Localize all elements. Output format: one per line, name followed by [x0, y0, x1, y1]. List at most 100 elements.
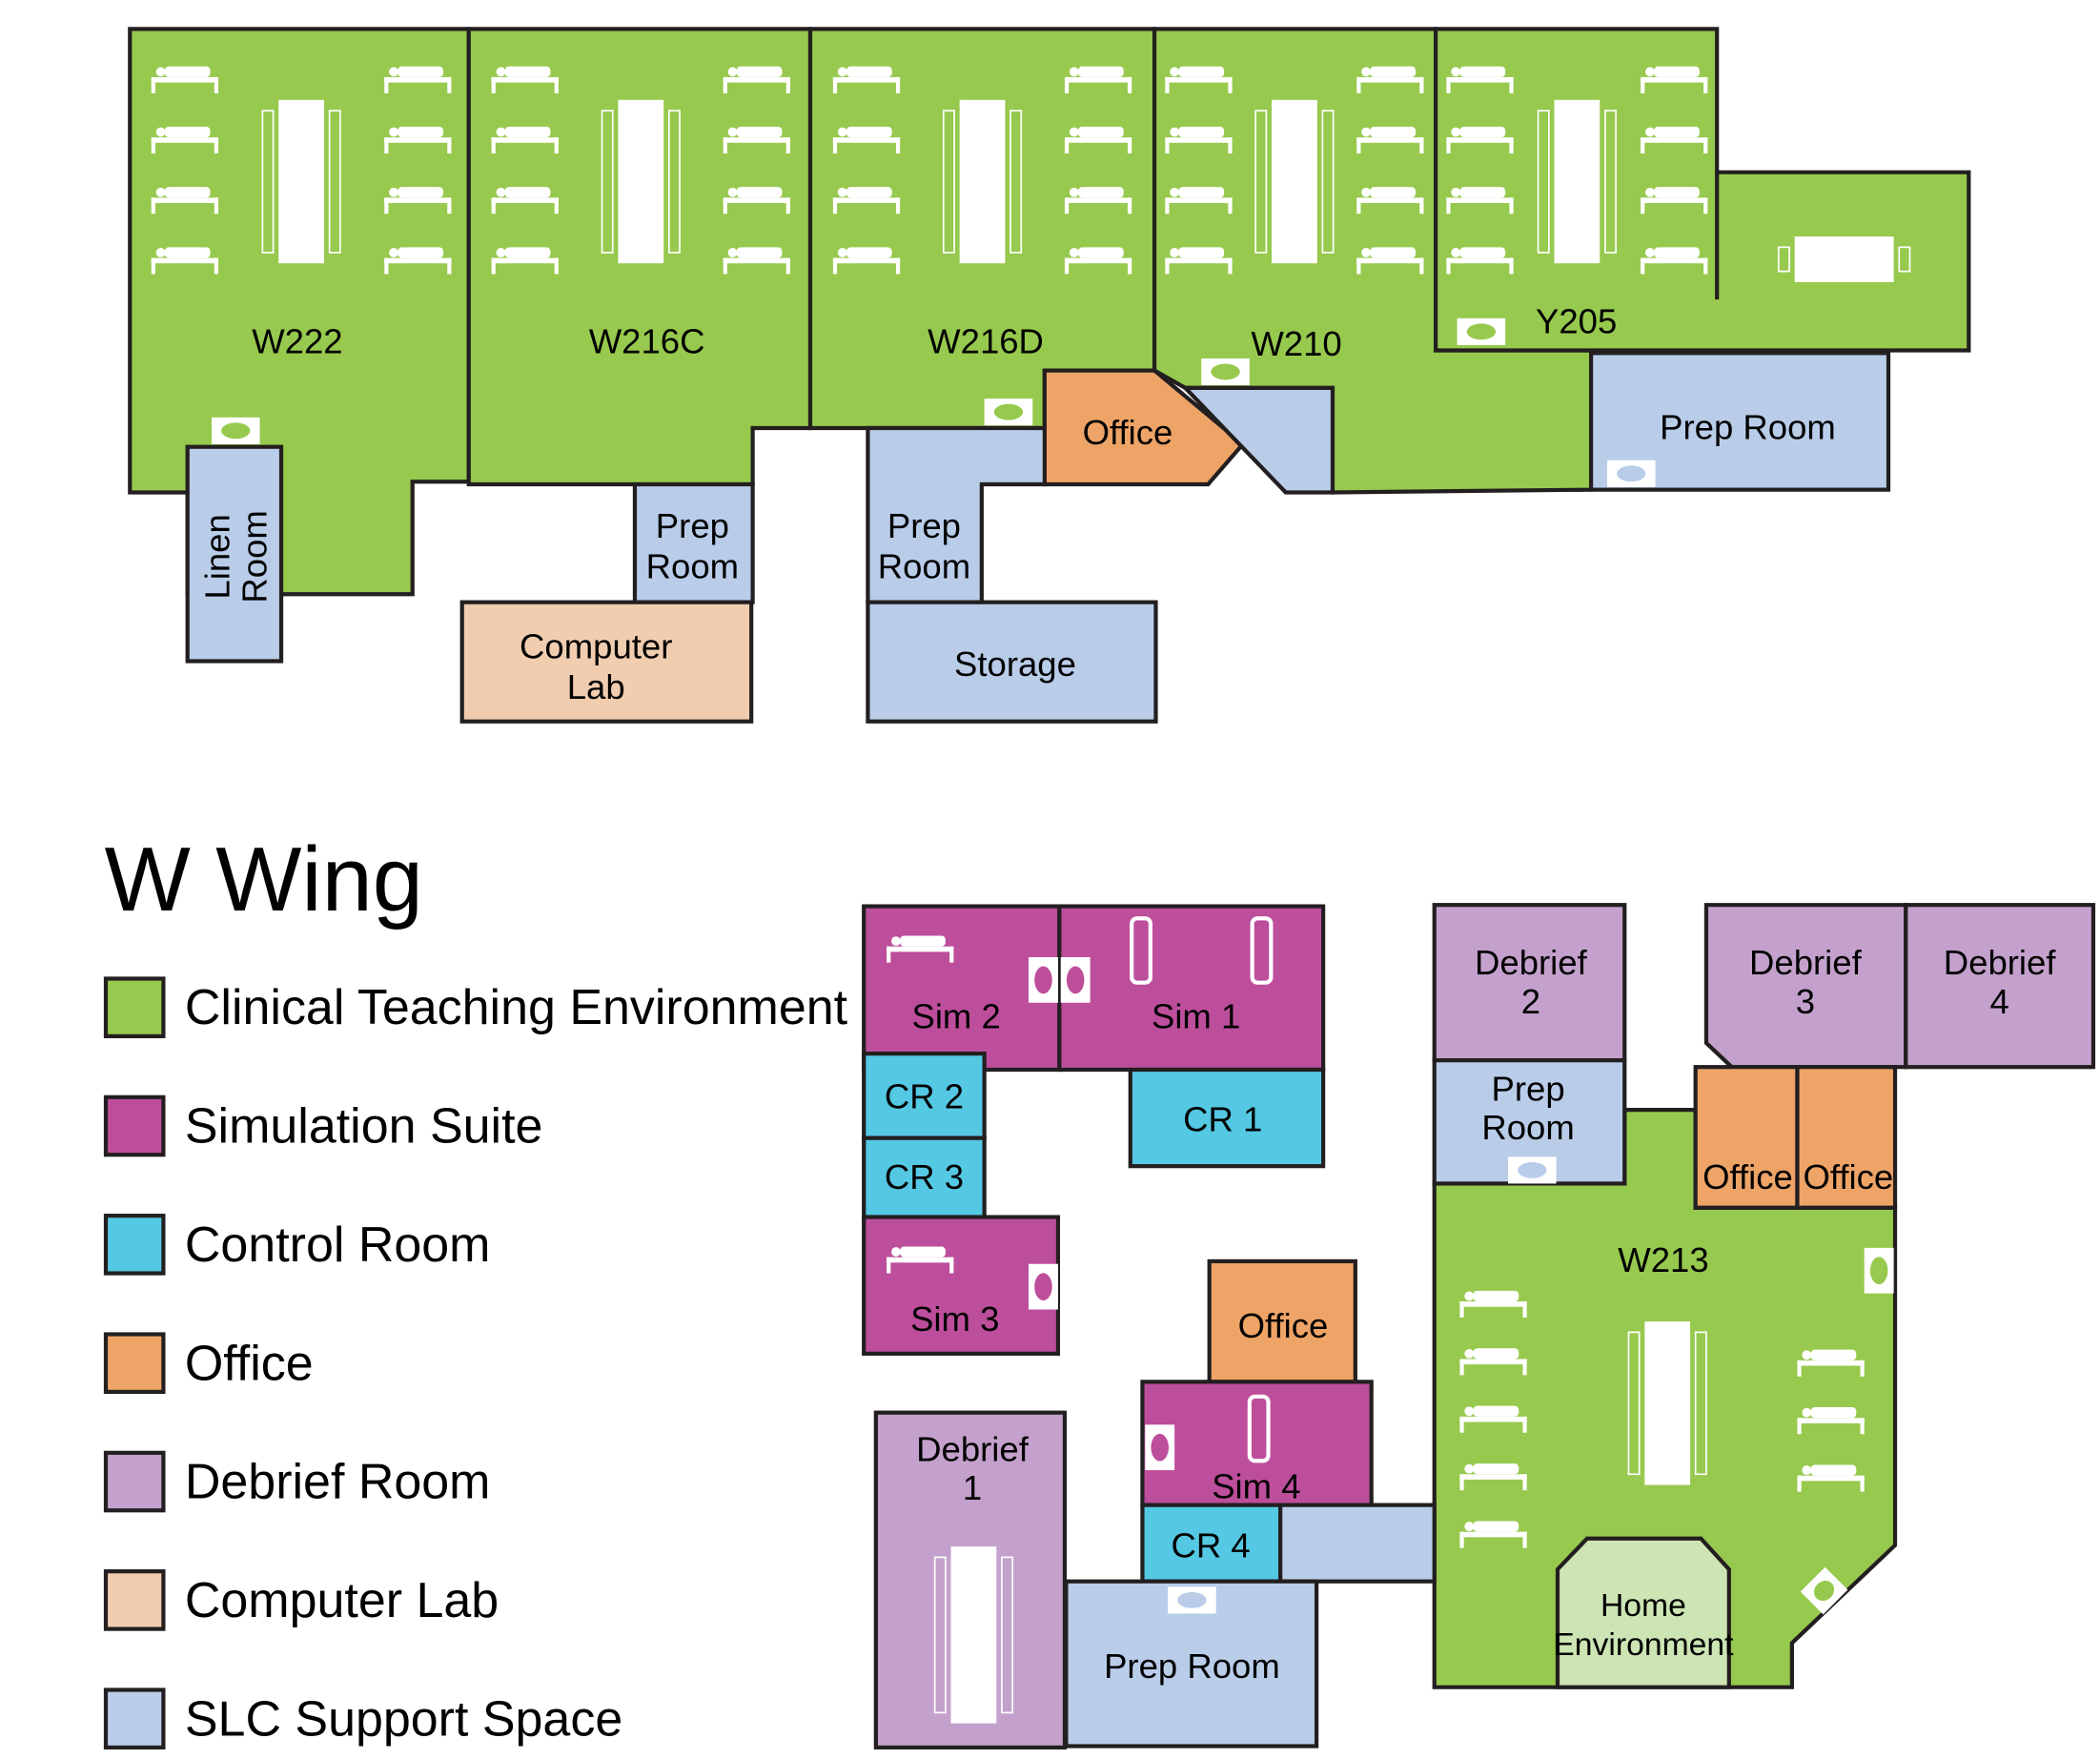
- label-office-top: Office: [1083, 413, 1173, 452]
- sink-icon: [1800, 1566, 1848, 1615]
- label-debrief1-2: 1: [963, 1468, 982, 1507]
- label-w216d: W216D: [928, 321, 1044, 360]
- room-office-a[interactable]: [1693, 1065, 1800, 1210]
- legend-label: Debrief Room: [185, 1455, 491, 1510]
- room-debrief2[interactable]: [1432, 903, 1627, 1063]
- room-home-environment[interactable]: [1555, 1536, 1731, 1689]
- bed-icon: [832, 187, 901, 215]
- sink-icon: [1864, 1247, 1894, 1294]
- bed-icon: [1641, 126, 1708, 154]
- legend-item: Simulation Suite: [103, 1094, 543, 1157]
- bed-icon: [1446, 126, 1514, 154]
- label-prep-w213-1: Prep: [1492, 1069, 1565, 1108]
- room-cr3[interactable]: [862, 1135, 987, 1219]
- room-storage[interactable]: [866, 600, 1158, 724]
- room-debrief4[interactable]: [1904, 903, 2096, 1070]
- legend-swatch: [103, 1332, 166, 1395]
- table-icon: [261, 99, 341, 264]
- table-icon: [933, 1546, 1014, 1724]
- bed-icon: [723, 247, 790, 275]
- label-y205: Y205: [1536, 301, 1617, 340]
- label-prep-216c-2: Room: [646, 546, 739, 585]
- room-prep-216c[interactable]: [632, 481, 755, 604]
- bed-icon: [887, 1246, 954, 1274]
- legend-item: Office: [103, 1332, 314, 1395]
- bed-icon: [384, 247, 452, 275]
- bed-icon: [491, 126, 559, 154]
- bed-icon: [1356, 187, 1424, 215]
- bed-icon: [151, 247, 219, 275]
- bed-icon: [1356, 126, 1424, 154]
- label-prep-216d-2: Room: [878, 546, 970, 585]
- bed-icon: [1459, 1290, 1527, 1318]
- legend-swatch: [103, 1450, 166, 1513]
- bed-icon: [151, 126, 219, 154]
- bed-icon: [1165, 247, 1233, 275]
- bed-icon: [1165, 126, 1233, 154]
- label-home-1: Home: [1600, 1587, 1686, 1624]
- sink-icon: [1029, 1263, 1058, 1310]
- bed-icon: [887, 935, 954, 963]
- room-sim2[interactable]: [862, 904, 1062, 1073]
- legend-item: Computer Lab: [103, 1569, 499, 1631]
- label-debrief1-1: Debrief: [916, 1429, 1030, 1468]
- bed-icon: [1459, 1405, 1527, 1433]
- bed-icon: [1446, 66, 1514, 93]
- bed-icon: [1165, 187, 1233, 215]
- label-sim1: Sim 1: [1152, 996, 1240, 1035]
- room-prep-y205[interactable]: [1589, 351, 1891, 492]
- room-linen[interactable]: [185, 444, 284, 664]
- bed-icon: [1641, 187, 1708, 215]
- bed-icon: [491, 247, 559, 275]
- room-office-low[interactable]: [1207, 1258, 1357, 1384]
- bed-icon: [384, 187, 452, 215]
- legend-label: Simulation Suite: [185, 1099, 543, 1155]
- room-computer-lab[interactable]: [459, 600, 754, 724]
- legend-swatch: [103, 1569, 166, 1631]
- legend-label: SLC Support Space: [185, 1691, 622, 1747]
- room-cr1[interactable]: [1128, 1067, 1326, 1169]
- label-cr1: CR 1: [1183, 1100, 1262, 1139]
- label-w210: W210: [1251, 324, 1341, 363]
- room-support-link[interactable]: [1278, 1503, 1437, 1584]
- legend-swatch: [103, 1214, 166, 1276]
- label-office-b: Office: [1804, 1157, 1894, 1197]
- bed-icon: [1250, 916, 1274, 985]
- bed-icon: [491, 66, 559, 93]
- room-sim3[interactable]: [862, 1215, 1061, 1356]
- label-cr2: CR 2: [885, 1077, 964, 1116]
- bed-icon: [1064, 247, 1132, 275]
- bed-icon: [1459, 1463, 1527, 1491]
- room-sim4[interactable]: [1140, 1380, 1374, 1507]
- room-office-b[interactable]: [1795, 1065, 1898, 1210]
- label-office-a: Office: [1702, 1157, 1793, 1197]
- bed-icon: [1797, 1407, 1865, 1435]
- table-icon: [1254, 99, 1335, 264]
- label-debrief3-1: Debrief: [1749, 943, 1863, 982]
- label-sim2: Sim 2: [911, 996, 1000, 1035]
- bed-icon: [1459, 1521, 1527, 1548]
- room-sim1[interactable]: [1057, 904, 1326, 1073]
- sink-icon: [1029, 956, 1058, 1003]
- label-prep-216c-1: Prep: [656, 506, 729, 545]
- label-prep-w213-2: Room: [1481, 1108, 1574, 1147]
- sink-icon: [1060, 956, 1091, 1003]
- label-office-low: Office: [1238, 1306, 1329, 1345]
- label-debrief2-2: 2: [1521, 982, 1540, 1021]
- label-linen-1: Linen: [197, 514, 236, 599]
- bed-icon: [723, 187, 790, 215]
- furniture: [887, 916, 1894, 1724]
- sink-icon: [1508, 1156, 1557, 1184]
- room-support-corridor[interactable]: [1180, 385, 1335, 495]
- furniture: [151, 66, 1911, 487]
- label-w222: W222: [252, 321, 342, 360]
- bed-icon: [1446, 247, 1514, 275]
- bed-icon: [1064, 126, 1132, 154]
- sink-icon: [1606, 460, 1656, 487]
- bed-icon: [723, 126, 790, 154]
- label-sim4: Sim 4: [1212, 1467, 1300, 1506]
- label-computer-lab-1: Computer: [520, 627, 672, 666]
- table-icon: [1537, 99, 1617, 264]
- legend-item: Clinical Teaching Environment: [103, 976, 848, 1038]
- label-debrief4-1: Debrief: [1944, 943, 2057, 982]
